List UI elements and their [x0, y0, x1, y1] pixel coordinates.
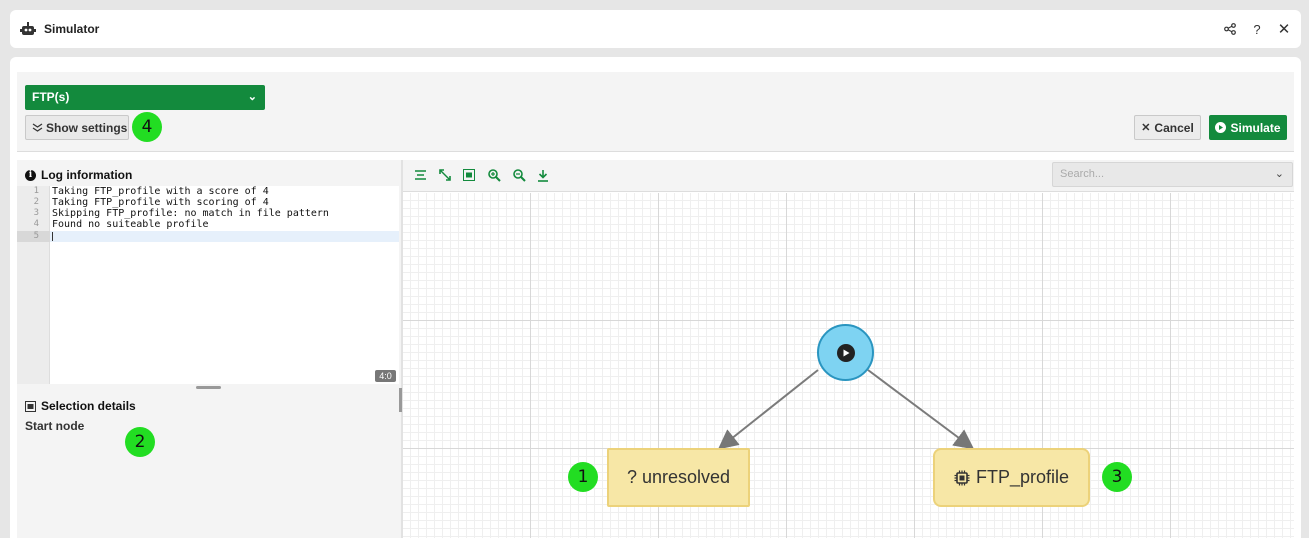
zoom-in-icon[interactable]	[484, 166, 504, 184]
log-line: 4 Found no suiteable profile	[17, 219, 399, 230]
chevron-down-icon: ⌄	[1274, 168, 1284, 180]
marker-1: 1	[568, 462, 598, 492]
search-placeholder: Search...	[1060, 168, 1105, 180]
line-gutter	[17, 186, 50, 384]
line-number: 3	[33, 208, 39, 218]
info-icon: i	[25, 169, 36, 181]
marker-4: 4	[132, 112, 162, 142]
chevron-down-icon: ⌄	[247, 91, 257, 103]
selected-node-name: Start node	[25, 419, 85, 433]
fit-icon[interactable]	[435, 166, 455, 184]
marker-2: 2	[125, 427, 155, 457]
line-number: 2	[33, 197, 39, 207]
chip-icon	[954, 470, 970, 485]
pane-divider	[401, 160, 403, 538]
play-icon	[836, 343, 855, 362]
show-settings-button[interactable]: Show settings	[25, 115, 129, 140]
selection-icon	[25, 400, 36, 412]
cancel-label: Cancel	[1154, 120, 1194, 135]
edge-to-ftp-profile	[867, 369, 975, 450]
log-line-text: Taking FTP_profile with scoring of 4	[52, 197, 269, 208]
robot-icon	[20, 22, 36, 35]
selection-details-header: Selection details	[25, 399, 136, 413]
start-node[interactable]	[817, 324, 874, 381]
simulate-label: Simulate	[1230, 120, 1281, 135]
fit-selection-icon[interactable]	[459, 166, 479, 184]
window-title: Simulator	[44, 22, 100, 36]
ftp-profile-node[interactable]: FTP_profile	[933, 448, 1090, 507]
graph-edges	[717, 369, 975, 450]
edge-to-unresolved	[717, 369, 819, 450]
log-line: 3 Skipping FTP_profile: no match in file…	[17, 208, 399, 219]
marker-3: 3	[1102, 462, 1132, 492]
text-cursor	[52, 232, 53, 241]
download-icon[interactable]	[533, 166, 553, 184]
share-icon[interactable]	[1220, 19, 1240, 39]
line-number: 5	[17, 231, 50, 242]
play-circle-icon	[1215, 122, 1227, 133]
log-line-text: Found no suiteable profile	[52, 219, 209, 230]
log-line-active: 5	[17, 231, 399, 242]
log-information-title: Log information	[41, 168, 133, 182]
double-chevron-down-icon	[32, 123, 43, 132]
align-icon[interactable]	[410, 166, 430, 184]
simulate-button[interactable]: Simulate	[1209, 115, 1287, 140]
close-icon[interactable]: ✕	[1277, 21, 1291, 38]
unresolved-node[interactable]: ? unresolved	[607, 448, 750, 507]
log-line-text: Skipping FTP_profile: no match in file p…	[52, 208, 329, 219]
cursor-position-badge: 4:0	[375, 370, 396, 382]
cancel-button[interactable]: ✕ Cancel	[1134, 115, 1201, 140]
help-icon[interactable]: ?	[1253, 21, 1261, 37]
protocol-select[interactable]: FTP(s) ⌄	[25, 85, 265, 110]
ftp-profile-node-label: FTP_profile	[975, 467, 1070, 487]
line-number: 4	[33, 219, 39, 229]
log-line: 2 Taking FTP_profile with scoring of 4	[17, 197, 399, 208]
show-settings-label: Show settings	[46, 120, 128, 135]
log-editor[interactable]: 1 Taking FTP_profile with a score of 4 2…	[17, 186, 399, 384]
line-number: 1	[33, 186, 39, 196]
top-toolbar	[17, 72, 1294, 152]
vertical-resize-handle[interactable]	[399, 388, 402, 412]
selection-details-title: Selection details	[41, 399, 136, 413]
zoom-out-icon[interactable]	[509, 166, 529, 184]
log-information-header: i Log information	[25, 168, 132, 182]
node-search-input[interactable]: Search... ⌄	[1052, 162, 1293, 187]
log-line: 1 Taking FTP_profile with a score of 4	[17, 186, 399, 197]
protocol-select-value: FTP(s)	[32, 90, 70, 104]
unresolved-node-label: ? unresolved	[626, 467, 731, 487]
close-small-icon: ✕	[1141, 122, 1151, 134]
title-bar: Simulator ? ✕	[10, 10, 1301, 48]
log-line-text: Taking FTP_profile with a score of 4	[52, 186, 269, 197]
horizontal-resize-handle[interactable]	[196, 386, 221, 389]
